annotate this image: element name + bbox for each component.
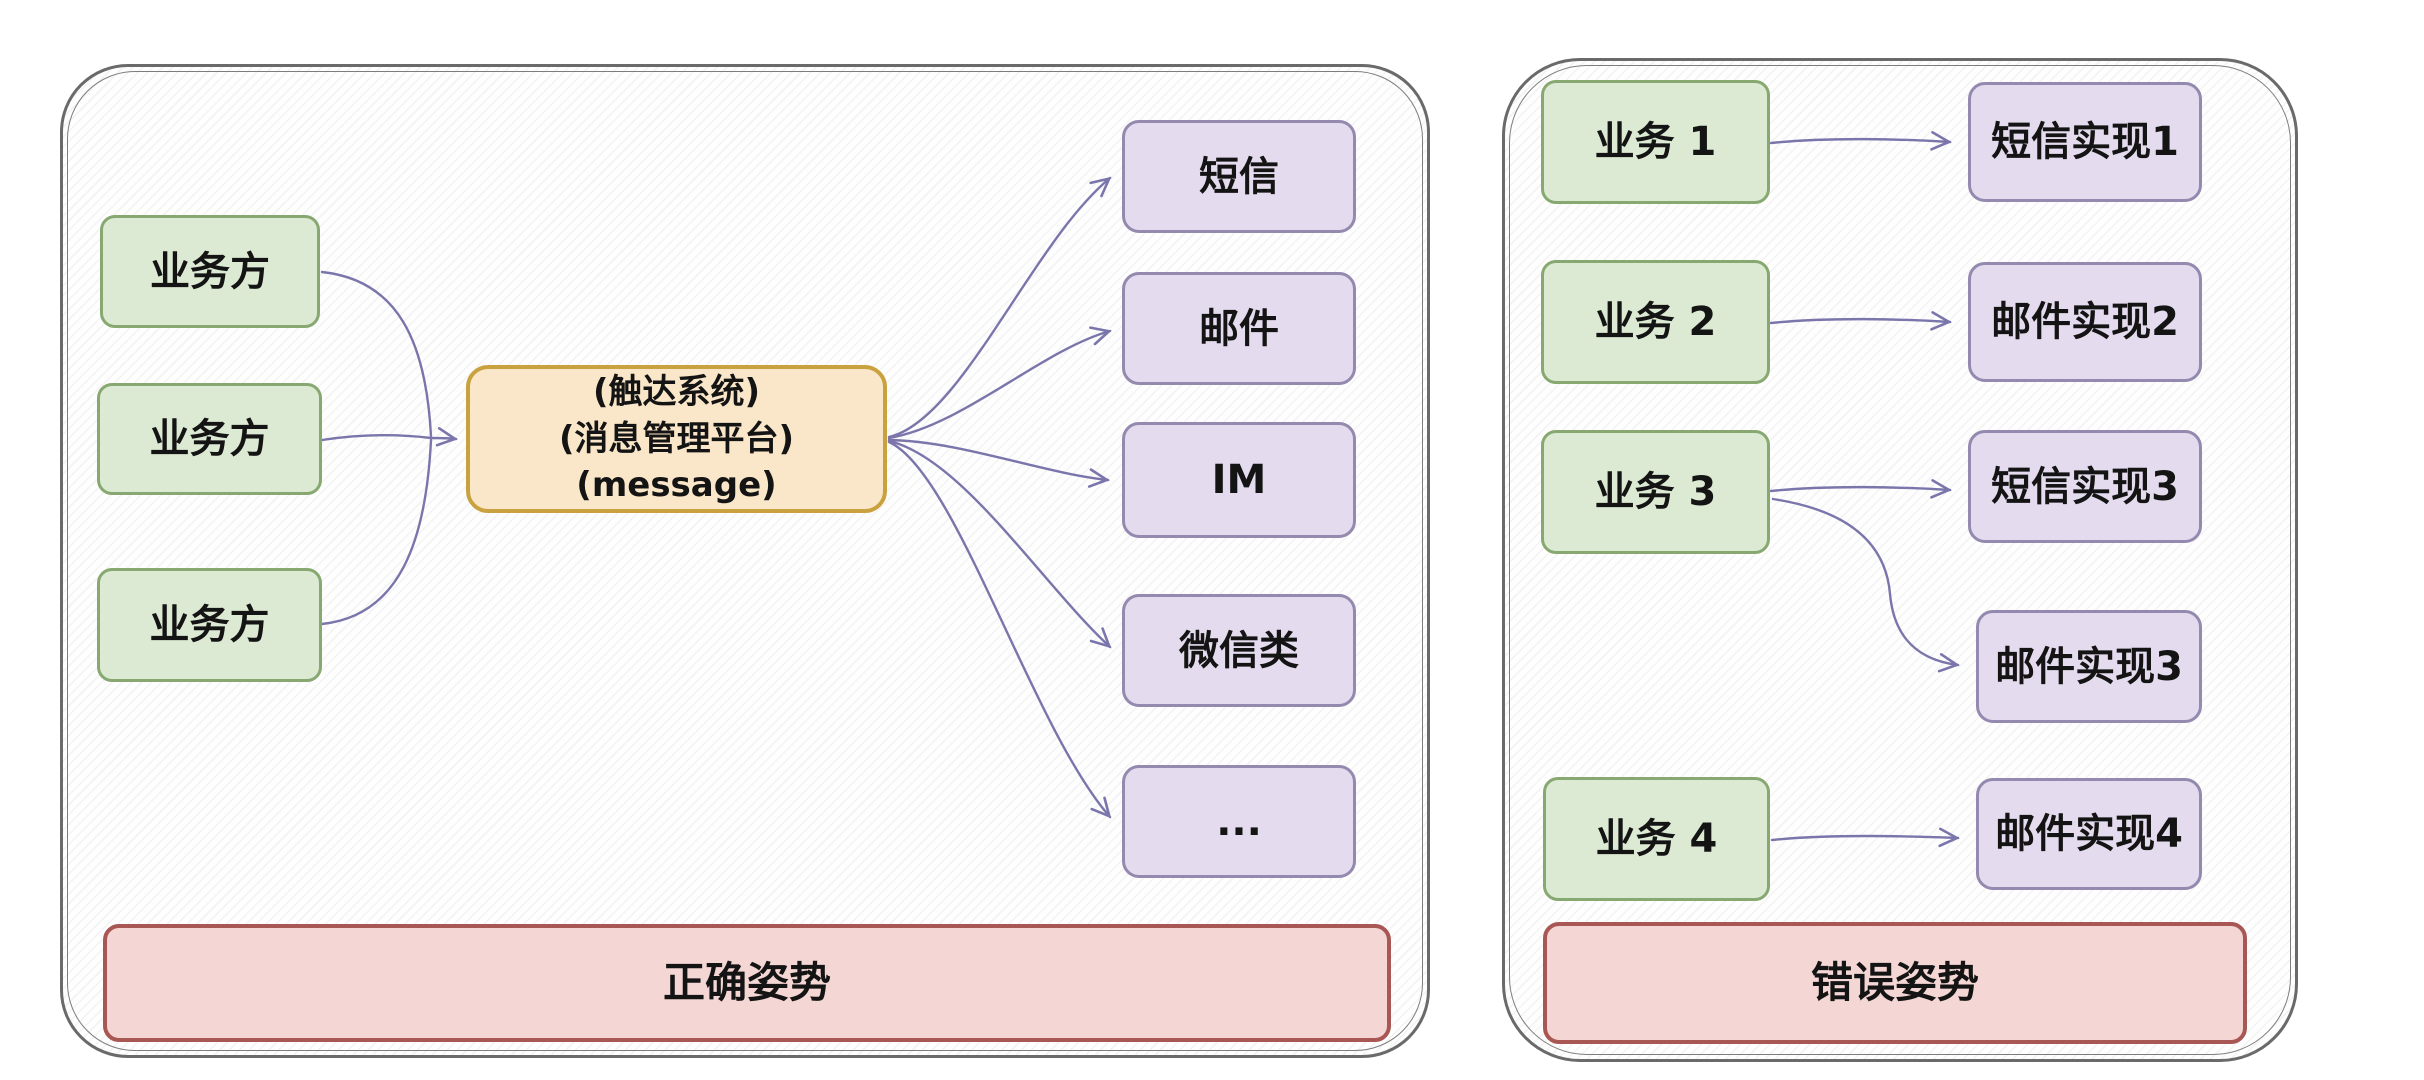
- business-source-node-1: 业务方: [100, 215, 320, 328]
- business-source-node-3: 业务方: [97, 568, 322, 682]
- wrong-approach-panel: [1502, 58, 2298, 1062]
- business-node-2: 业务 2: [1541, 260, 1770, 384]
- hub-line-3: (message): [576, 465, 777, 506]
- hub-line-1: (触达系统): [592, 371, 761, 412]
- business-source-node-2: 业务方: [97, 383, 322, 495]
- channel-node-sms: 短信: [1122, 120, 1356, 233]
- wrong-approach-banner: 错误姿势: [1543, 922, 2247, 1044]
- channel-node-email: 邮件: [1122, 272, 1356, 385]
- channel-node-im: IM: [1122, 422, 1356, 538]
- impl-node-sms1: 短信实现1: [1968, 82, 2202, 202]
- impl-node-email4: 邮件实现4: [1976, 778, 2202, 890]
- channel-node-wechat: 微信类: [1122, 594, 1356, 707]
- impl-node-email3: 邮件实现3: [1976, 610, 2202, 723]
- business-node-4: 业务 4: [1543, 777, 1770, 901]
- message-hub-node: (触达系统) (消息管理平台) (message): [466, 365, 887, 513]
- impl-node-email2: 邮件实现2: [1968, 262, 2202, 382]
- impl-node-sms3: 短信实现3: [1968, 430, 2202, 543]
- channel-node-more: ...: [1122, 765, 1356, 878]
- business-node-3: 业务 3: [1541, 430, 1770, 554]
- hub-line-2: (消息管理平台): [558, 418, 795, 459]
- business-node-1: 业务 1: [1541, 80, 1770, 204]
- correct-approach-banner: 正确姿势: [103, 924, 1391, 1042]
